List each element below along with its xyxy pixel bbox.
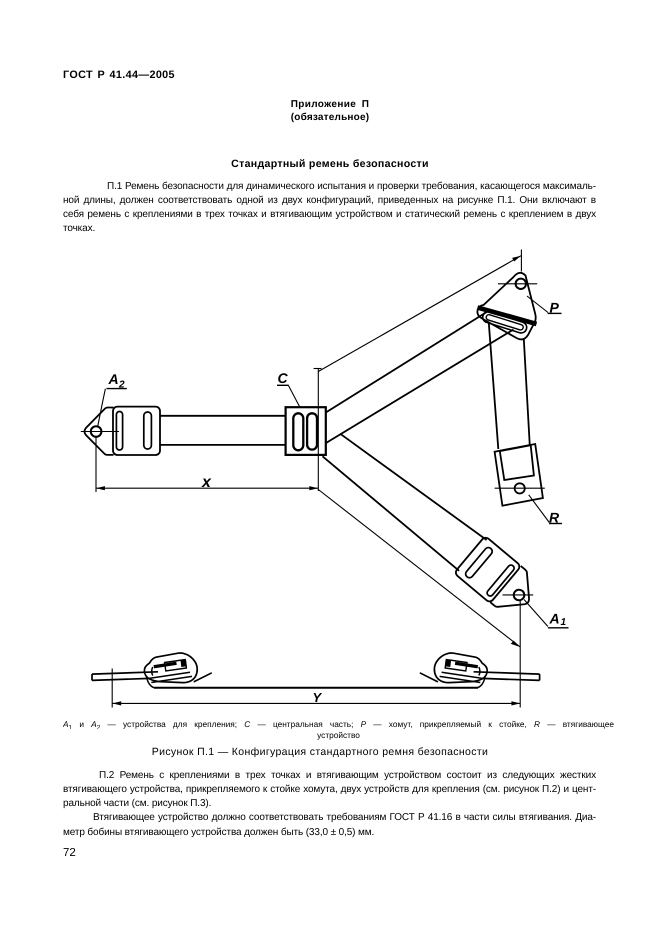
svg-text:A: A: [108, 371, 119, 387]
svg-text:P: P: [550, 300, 560, 316]
svg-text:2: 2: [118, 380, 125, 391]
svg-text:C: C: [278, 370, 289, 386]
svg-text:A: A: [549, 611, 560, 627]
svg-text:Y: Y: [313, 690, 323, 705]
svg-text:1: 1: [561, 617, 567, 628]
svg-text:x: x: [201, 474, 212, 491]
svg-text:R: R: [549, 510, 560, 526]
